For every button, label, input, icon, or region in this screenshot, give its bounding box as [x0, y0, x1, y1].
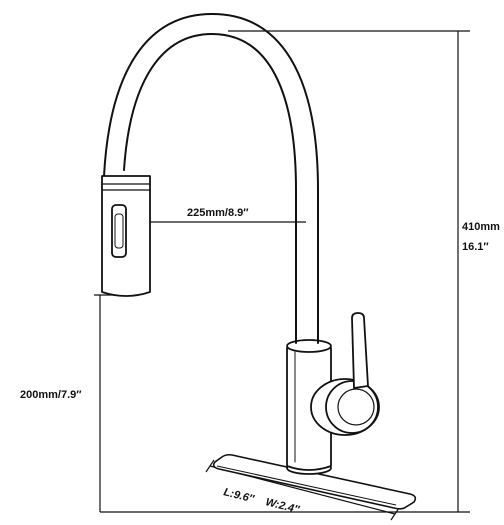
plate-length-tick-b — [390, 507, 400, 521]
deck-plate — [212, 453, 417, 510]
plate-length-label: L:9.6″ — [222, 486, 256, 505]
spout-reach-label: 225mm/8.9″ — [187, 207, 249, 219]
gooseneck-spout-inner — [103, 13, 319, 344]
faucet — [101, 13, 380, 475]
spray-button-inner — [114, 213, 124, 249]
deck-plate-edge — [216, 465, 397, 506]
faucet-body-top — [286, 339, 332, 353]
total-height-in-label: 16.1″ — [462, 241, 489, 253]
gooseneck-spout — [123, 33, 297, 344]
handle-hub-cap — [337, 388, 375, 426]
spout-height-label: 200mm/7.9″ — [20, 389, 82, 401]
plate-length-tick-a — [205, 459, 215, 473]
plate-width-label: W:2.4″ — [264, 496, 301, 516]
total-height-mm-label: 410mm — [462, 221, 500, 233]
lever-handle — [351, 312, 369, 389]
dimension-labels: 225mm/8.9″ 410mm 16.1″ 200mm/7.9″ L:9.6″… — [20, 207, 500, 516]
deck-plate-outline — [212, 453, 417, 510]
